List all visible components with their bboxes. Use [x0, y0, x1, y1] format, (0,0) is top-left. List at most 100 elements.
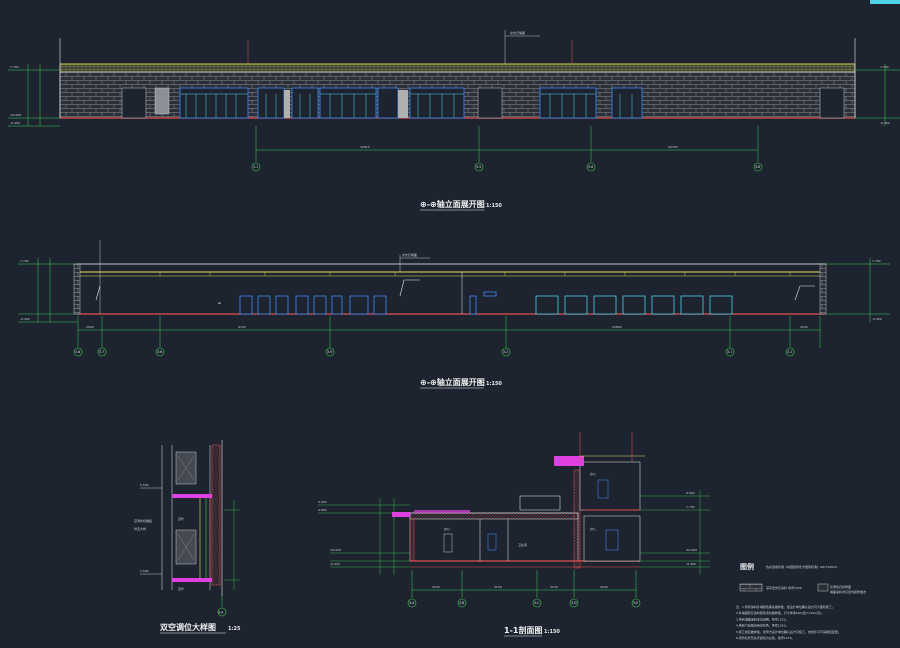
- section-scale: 1:150: [544, 629, 560, 635]
- elev1-axis-0-circle: [251, 162, 261, 172]
- elev1-axis-1-label: 3-5: [476, 165, 481, 169]
- ac-detail: 5.500 2.500 空调外机搁板 详见大样 百叶 百叶 3-A 双空调位大样…: [134, 440, 241, 634]
- section-axis-1-circle: [457, 598, 467, 608]
- elev2-axis-6-circle: [785, 347, 795, 357]
- svg-text:5.500: 5.500: [140, 483, 149, 487]
- detail-title: 双空调位大样图: [160, 622, 216, 632]
- section-axis-2-label: 3-C: [534, 601, 540, 605]
- legend-notes: 注：1.所有涂料外墙颜色需先做样板，经设计单位确认后方可大面积施工。2.外墙面砖…: [736, 604, 841, 640]
- elevation-1: 7.700 ±0.000 -0.450 7.700 -0.450: [8, 30, 900, 162]
- annotation-e2: 文化石墙面: [402, 252, 417, 257]
- svg-text:-0.450: -0.450: [20, 317, 30, 321]
- section-axis-2-circle: [532, 598, 542, 608]
- svg-text:7.700: 7.700: [20, 259, 29, 263]
- dim-sec-c: 3100: [550, 585, 558, 589]
- svg-text:详见大样: 详见大样: [134, 526, 146, 531]
- elev2-axis-6-label: 3-1: [787, 350, 792, 354]
- svg-text:7.700: 7.700: [686, 505, 695, 509]
- section-axes: 3-A 3-B 3-C 3-D 3-E: [407, 598, 641, 608]
- legend-note-5: 6.所有栏杆及扶手颜色为白色，色号1276。: [736, 635, 795, 640]
- corner-marker: [870, 0, 900, 4]
- section-title-text: 1-1剖面图: [504, 625, 542, 635]
- dim-e2-c: 22800: [612, 325, 622, 329]
- dim-e1-b: 29703: [668, 145, 678, 149]
- section-axis-0-circle: [407, 598, 417, 608]
- elev2-scale: 1:150: [486, 381, 502, 387]
- elev1-axis-2-label: 3-6: [588, 165, 593, 169]
- legend-note-4: 5.施工前应做样板，经甲方设计单位确认后方可施工，未经许可不得擅自变更。: [736, 629, 841, 634]
- detail-axis: 3-A: [218, 611, 224, 615]
- elev2-axis-3-label: 3-5: [327, 350, 332, 354]
- dim-e2-b: 9700: [238, 325, 246, 329]
- level-bot-left: -0.450: [10, 121, 20, 125]
- svg-text:办公: 办公: [590, 526, 596, 531]
- svg-text:-0.450: -0.450: [686, 562, 696, 566]
- elevation-2-title: ⊕-⊕轴立面展开图 1:150: [420, 377, 502, 389]
- elev2-axis-5-label: 3-1: [727, 350, 732, 354]
- svg-text:▬: ▬: [218, 301, 221, 305]
- svg-text:±0.000: ±0.000: [330, 548, 341, 552]
- svg-text:办公: 办公: [590, 471, 596, 476]
- svg-text:-0.450: -0.450: [330, 562, 340, 566]
- elev2-axis-3-circle: [325, 347, 335, 357]
- elev2-axis-0-label: 3-8: [75, 350, 80, 354]
- dim-sec-a: 2100: [432, 585, 440, 589]
- svg-text:卫生间: 卫生间: [518, 542, 527, 547]
- elev2-axis-2-circle: [155, 347, 165, 357]
- elev2-axis-1-circle: [97, 347, 107, 357]
- legend-note-0: 注：1.所有涂料外墙颜色需先做样板，经设计单位确认后方可大面积施工。: [736, 604, 835, 609]
- elevation-1-title: ⊕-⊕轴立面展开图 1:150: [420, 199, 502, 211]
- svg-text:9.500: 9.500: [686, 491, 695, 495]
- elev1-axis-1-circle: [474, 162, 484, 172]
- elev2-title: ⊕-⊕轴立面展开图: [420, 377, 485, 387]
- elev2-axis-4-label: 3-2: [503, 350, 508, 354]
- svg-text:7.700: 7.700: [872, 259, 881, 263]
- section-axis-4-label: 3-E: [633, 601, 638, 605]
- elevation-2: 7.700 -0.450 7.700 -0.450: [18, 240, 890, 348]
- svg-text:-0.450: -0.450: [872, 317, 882, 321]
- level-bot-right: -0.450: [880, 121, 890, 125]
- legend-swatch: [739, 583, 763, 592]
- elev2-axis-1-label: 3-7: [99, 350, 104, 354]
- svg-text:±0.000: ±0.000: [686, 548, 697, 552]
- legend-note-3: 4.所有门窗框采用深灰色，色号1263。: [736, 623, 789, 628]
- dim-sec-b: 3150: [494, 585, 502, 589]
- dim-e2-a: 2000: [86, 325, 94, 329]
- elev1-title: ⊕-⊕轴立面展开图: [420, 199, 485, 209]
- annotation-e1: 文化石墙面: [510, 30, 525, 35]
- elev2-axis-0-circle: [73, 347, 83, 357]
- svg-text:5.300: 5.300: [318, 500, 327, 504]
- legend-line1: 色彩选用标准《中国建筑色卡国家标准》GB/T18922-: [766, 564, 838, 569]
- dim-sec-d: 4200: [600, 585, 608, 589]
- elev1-axis-3-label: 3-8: [755, 165, 760, 169]
- level-mid-left: ±0.000: [10, 113, 21, 117]
- level-top-left: 7.700: [10, 65, 19, 69]
- section-1-1: 5.300 4.800 ±0.000 -0.450 办公 卫生间 办公 办公: [318, 432, 710, 598]
- section-axis-0-label: 3-A: [409, 601, 415, 605]
- svg-text:百叶: 百叶: [178, 516, 184, 521]
- section-title: 1-1剖面图 1:150: [504, 625, 560, 637]
- section-axis-3-label: 3-D: [571, 601, 577, 605]
- svg-text:2.500: 2.500: [140, 569, 149, 573]
- elev2-axis-4-circle: [501, 347, 511, 357]
- dim-e2-d: 3200: [800, 325, 808, 329]
- svg-text:百叶: 百叶: [178, 586, 184, 591]
- svg-text:空调外机搁板: 空调外机搁板: [134, 518, 152, 523]
- legend-swatch-note2: 墙面涂料详见室内装修做法: [830, 589, 866, 594]
- legend-swatch-note1: 灰黄色石材饰面: [830, 584, 851, 589]
- legend-heading: 图例: [740, 562, 754, 571]
- legend: 图例 色彩选用标准《中国建筑色卡国家标准》GB/T18922- 深灰色仿石涂料 …: [736, 562, 866, 640]
- elevation-1-axes: 3-1 3-5 3-6 3-8: [251, 162, 763, 172]
- section-axis-3-circle: [569, 598, 579, 608]
- elev2-axis-5-circle: [725, 347, 735, 357]
- svg-text:4.800: 4.800: [318, 508, 327, 512]
- dim-e1-a: 32913: [360, 145, 370, 149]
- elev1-axis-2-circle: [586, 162, 596, 172]
- section-axis-1-label: 3-B: [459, 601, 464, 605]
- level-top-right: 7.700: [880, 65, 889, 69]
- elev1-scale: 1:150: [486, 203, 502, 209]
- elev1-axis-0-label: 3-1: [253, 165, 258, 169]
- detail-scale: 1:25: [228, 626, 241, 632]
